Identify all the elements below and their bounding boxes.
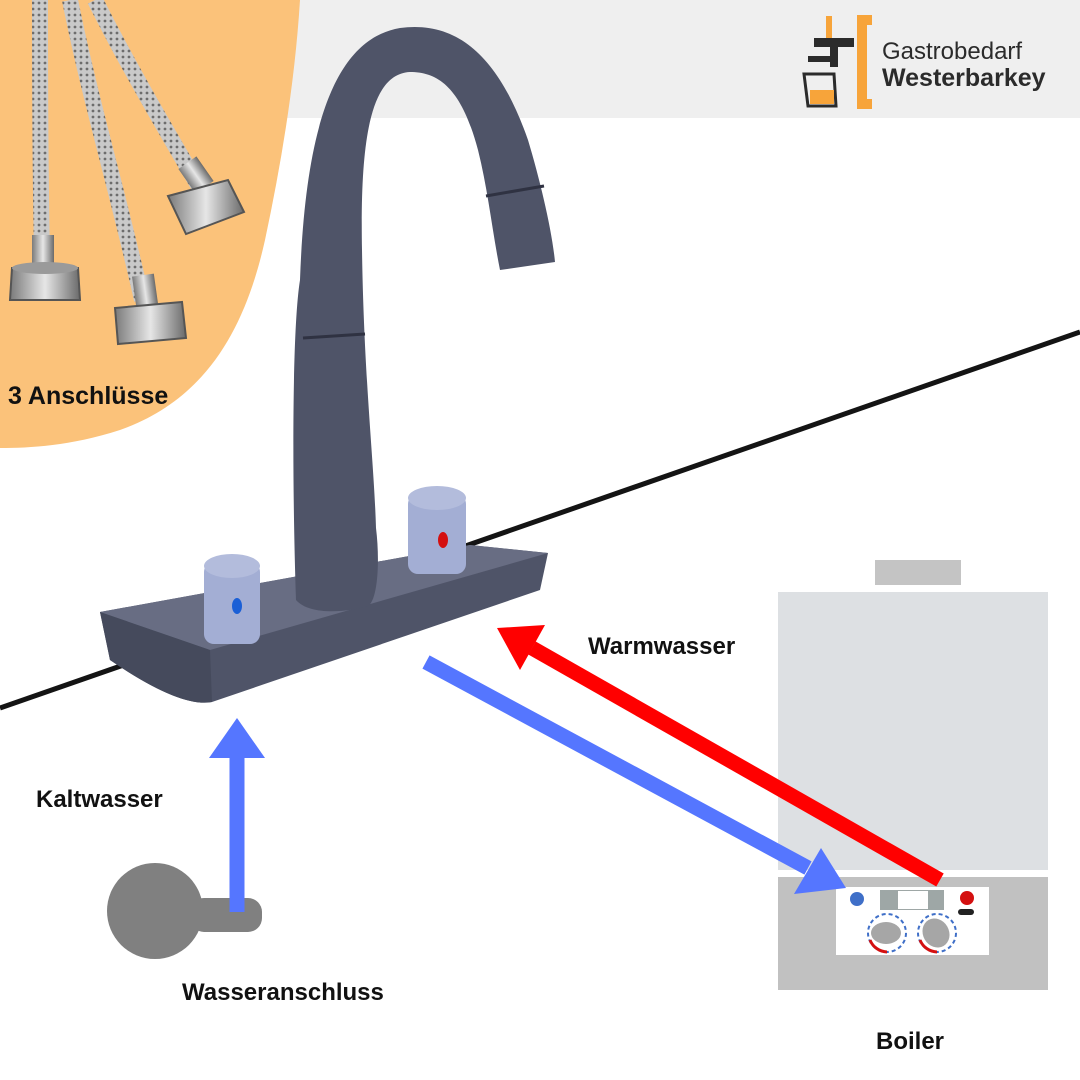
brand-name-line1: Gastrobedarf (882, 38, 1023, 65)
brand-name-line2: Westerbarkey (882, 64, 1046, 92)
orange-panel (0, 0, 300, 448)
cold-water-arrow-boiler (422, 655, 846, 894)
hot-water-arrow (497, 625, 944, 887)
hoses-icon (8, 0, 246, 346)
label-warmwasser: Warmwasser (588, 633, 736, 660)
label-wasseranschluss: Wasseranschluss (182, 979, 384, 1006)
label-boiler: Boiler (876, 1028, 945, 1055)
label-3-anschluesse: 3 Anschlüsse (8, 382, 169, 410)
boiler-icon (778, 560, 1048, 990)
brand-logo: Gastrobedarf Westerbarkey (802, 14, 1062, 110)
faucet-icon (100, 26, 555, 703)
cold-water-arrow-up (209, 718, 265, 912)
label-kaltwasser: Kaltwasser (36, 786, 163, 813)
brand-logo-icon (802, 15, 872, 109)
